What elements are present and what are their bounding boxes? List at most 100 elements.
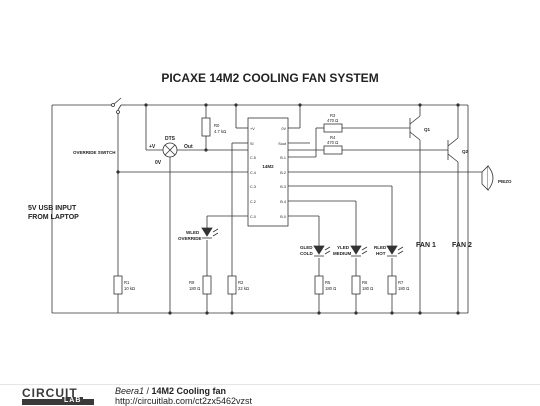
logo-lab-text: LAB bbox=[62, 397, 84, 404]
r0-name: R0 bbox=[214, 123, 220, 128]
piezo-label: PIEZO bbox=[498, 179, 512, 184]
led-ray bbox=[397, 246, 404, 251]
dts-vplus-label: +V bbox=[149, 144, 156, 150]
resistor-r3 bbox=[323, 123, 343, 133]
fan2-label: FAN 2 bbox=[452, 242, 472, 249]
led-rled bbox=[386, 245, 404, 257]
led-triangle bbox=[313, 245, 325, 255]
junction-dot bbox=[144, 103, 148, 107]
piezo-cone bbox=[487, 165, 494, 191]
junction-dot bbox=[418, 103, 422, 107]
r0-value: 4.7 kΩ bbox=[214, 129, 226, 134]
led-ray bbox=[361, 250, 368, 255]
chip-pin-label-right: B.4 bbox=[280, 200, 286, 204]
junction-dot bbox=[418, 311, 422, 315]
dts-0v-label: 0V bbox=[155, 160, 162, 166]
r9-name: R9 bbox=[189, 280, 195, 285]
footer-bar: CIRCUIT LAB Beera1 / 14M2 Cooling fan ht… bbox=[0, 384, 540, 406]
gled-sublabel: COLD bbox=[300, 251, 313, 256]
dts-label: DTS bbox=[165, 136, 176, 142]
wled-label: WLED bbox=[186, 230, 200, 235]
junction-dot bbox=[204, 148, 208, 152]
override-switch-label: OVERRIDE SWITCH bbox=[73, 150, 116, 155]
junction-dot bbox=[298, 103, 302, 107]
q1-emitter bbox=[409, 131, 421, 141]
r3-value: 470 Ω bbox=[327, 118, 338, 123]
led-ray bbox=[361, 246, 368, 251]
led-gled bbox=[313, 245, 331, 257]
q1-label: Q1 bbox=[424, 127, 431, 132]
leds bbox=[201, 227, 404, 257]
led-triangle bbox=[201, 227, 213, 237]
led-ray bbox=[212, 228, 219, 233]
chip-pin-label-right: Sout bbox=[278, 142, 287, 146]
led-triangle bbox=[386, 245, 398, 255]
q2-collector bbox=[447, 137, 459, 147]
fan1-label: FAN 1 bbox=[416, 242, 436, 249]
resistor-r9 bbox=[202, 275, 212, 295]
chip-name: 14M2 bbox=[262, 164, 274, 169]
chip-14m2 bbox=[247, 117, 289, 227]
r2-value: 22 kΩ bbox=[238, 286, 249, 291]
resistors bbox=[113, 117, 397, 295]
override-switch-symbol bbox=[111, 97, 126, 114]
rled-sublabel: HOT bbox=[376, 251, 386, 256]
r5-name: R5 bbox=[325, 280, 331, 285]
piezo-body bbox=[481, 165, 489, 191]
chip-pin-label-right: 0V bbox=[281, 127, 286, 131]
chip-pin-label-left: C.3 bbox=[250, 185, 256, 189]
chip-pin-label-left: C.4 bbox=[250, 171, 256, 175]
resistor-r5 bbox=[314, 275, 324, 295]
circuit-url-link[interactable]: http://circuitlab.com/ct2zx5462vzst bbox=[115, 396, 253, 406]
r9-value: 180 Ω bbox=[189, 286, 200, 291]
rled-label: RLED bbox=[374, 245, 387, 250]
junction-dot bbox=[116, 170, 120, 174]
junction-dot bbox=[168, 311, 172, 315]
dts-cross bbox=[164, 144, 176, 156]
chip-pin-label-left: C.2 bbox=[250, 200, 256, 204]
r1-value: 10 kΩ bbox=[124, 286, 135, 291]
junction-dot bbox=[390, 311, 394, 315]
junction-dot bbox=[456, 311, 460, 315]
chip-pin-label-left: SI bbox=[250, 142, 254, 146]
chip-pin-label-right: B.2 bbox=[280, 171, 286, 175]
r4-name: R4 bbox=[330, 135, 336, 140]
switch-pole bbox=[117, 104, 122, 111]
circuit-title-link[interactable]: 14M2 Cooling fan bbox=[151, 386, 227, 396]
r7-name: R7 bbox=[398, 280, 404, 285]
resistor-r2 bbox=[227, 275, 237, 295]
chip-pin-label-left: C.5 bbox=[250, 156, 256, 160]
led-ray bbox=[324, 250, 331, 255]
q2-emitter bbox=[447, 153, 459, 163]
led-ray bbox=[212, 232, 219, 237]
gled-label: GLED bbox=[300, 245, 313, 250]
chip-pin-labels: +V SI C.5 C.4 C.3 C.2 C.0 0V Sout B.1 B.… bbox=[250, 127, 287, 219]
r5-value: 180 Ω bbox=[325, 286, 336, 291]
r3-name: R3 bbox=[330, 113, 336, 118]
piezo-buzzer bbox=[481, 165, 494, 191]
author-link[interactable]: Beera1 bbox=[115, 386, 145, 396]
junction-dot bbox=[456, 103, 460, 107]
chip-pin-label-right: B.3 bbox=[280, 185, 286, 189]
dts-out-label: Out bbox=[184, 144, 193, 150]
resistor-r0 bbox=[201, 117, 211, 137]
switch-contact bbox=[116, 110, 120, 114]
meta-separator: / bbox=[144, 386, 152, 396]
junction-dot bbox=[317, 311, 321, 315]
page-title: PICAXE 14M2 COOLING FAN SYSTEM bbox=[161, 71, 378, 85]
junction-dot bbox=[205, 311, 209, 315]
led-ray bbox=[324, 246, 331, 251]
led-yled bbox=[350, 245, 368, 257]
yled-sublabel: MEDIUM bbox=[333, 251, 351, 256]
logo-wordmark: CIRCUIT bbox=[22, 386, 78, 400]
chip-pin-label-left: +V bbox=[250, 127, 255, 131]
usb-input-label-line2: FROM LAPTOP bbox=[28, 214, 79, 221]
r6-value: 180 Ω bbox=[362, 286, 373, 291]
junction-dots bbox=[116, 103, 460, 315]
resistor-r1 bbox=[113, 275, 123, 295]
circuitlab-logo[interactable]: CIRCUIT LAB bbox=[22, 386, 94, 405]
circuit-meta: Beera1 / 14M2 Cooling fan http://circuit… bbox=[115, 386, 252, 406]
resistor-r7 bbox=[387, 275, 397, 295]
junction-dot bbox=[354, 311, 358, 315]
